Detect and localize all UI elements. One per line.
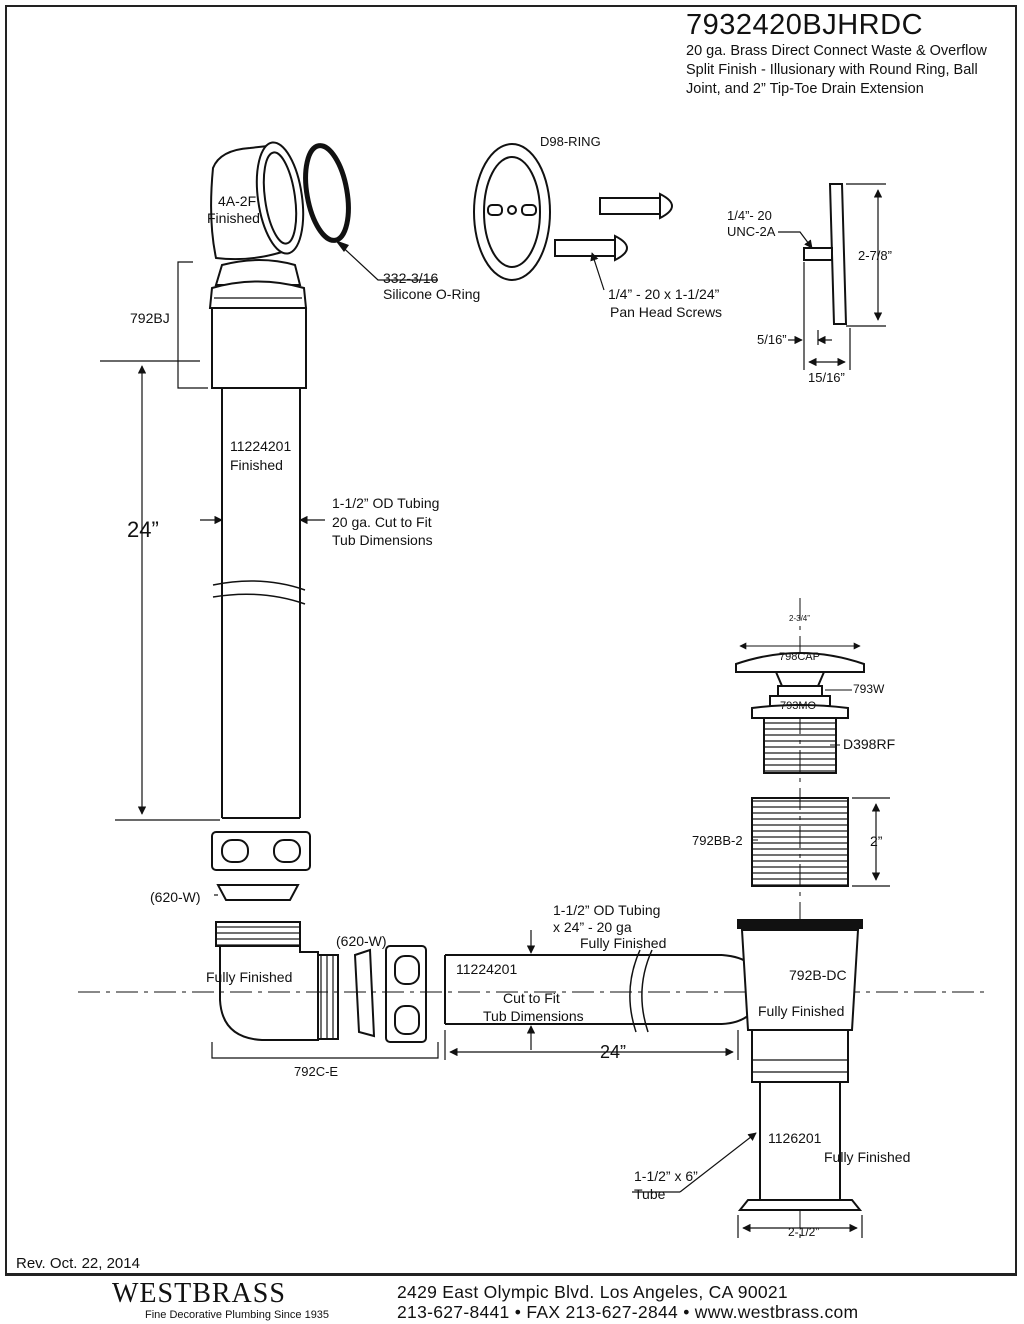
drain-tee bbox=[737, 919, 863, 1083]
label-tube-part: 11224201 bbox=[230, 438, 291, 454]
label-plate-depth: 15/16” bbox=[808, 370, 845, 385]
label-cap-dim: 2-3/4” bbox=[789, 614, 810, 623]
brand-tagline: Fine Decorative Plumbing Since 1935 bbox=[145, 1309, 330, 1321]
company-address: 2429 East Olympic Blvd. Los Angeles, CA … bbox=[397, 1282, 788, 1302]
description-line-1: 20 ga. Brass Direct Connect Waste & Over… bbox=[686, 43, 987, 59]
label-cap: 798CAP bbox=[779, 651, 820, 663]
description-line-2: Split Finish - Illusionary with Round Ri… bbox=[686, 62, 978, 78]
washer-side bbox=[353, 948, 376, 1038]
label-drain: D398RF bbox=[843, 736, 895, 752]
label-oring-name: Silicone O-Ring bbox=[383, 286, 480, 302]
overflow-elbow bbox=[210, 141, 305, 261]
title-block: 7932420BJHRDC 20 ga. Brass Direct Connec… bbox=[686, 8, 1021, 99]
label-dim-horizontal: 24” bbox=[600, 1042, 626, 1062]
brand-logo: WESTBRASS bbox=[112, 1278, 286, 1309]
label-tailpiece-size: 1-1/2” x 6” bbox=[634, 1168, 698, 1184]
label-ball-joint: 792BJ bbox=[130, 310, 170, 326]
label-elbow: 4A-2F bbox=[218, 193, 256, 209]
label-plate-height: 2-7/8” bbox=[858, 248, 892, 263]
company-contact: 213-627-8441 • FAX 213-627-2844 • www.we… bbox=[397, 1302, 859, 1322]
label-tee: 792B-DC bbox=[789, 967, 847, 983]
label-washer-w: 793W bbox=[853, 682, 885, 696]
label-screw-name: Pan Head Screws bbox=[610, 304, 722, 320]
label-htube-cut-1: Cut to Fit bbox=[503, 990, 560, 1006]
label-htube-finish: Fully Finished bbox=[580, 935, 666, 951]
coupling-nut-side bbox=[385, 945, 427, 1043]
label-oring-part: 332-3/16 bbox=[383, 270, 438, 286]
revision-date: Rev. Oct. 22, 2014 bbox=[16, 1255, 140, 1272]
label-tee-finish: Fully Finished bbox=[758, 1003, 844, 1019]
pan-head-screws bbox=[554, 192, 673, 262]
label-htube-cut-2: Tub Dimensions bbox=[483, 1008, 584, 1024]
ball-joint bbox=[208, 259, 308, 389]
drain-extension bbox=[751, 797, 849, 887]
label-extension: 792BB-2 bbox=[692, 833, 743, 848]
label-tubing-2: 20 ga. Cut to Fit bbox=[332, 514, 432, 530]
silicone-o-ring bbox=[303, 143, 351, 243]
label-thread-class: UNC-2A bbox=[727, 224, 776, 239]
overflow-tube bbox=[212, 388, 306, 819]
label-thread: 1/4”- 20 bbox=[727, 208, 772, 223]
label-washer-b: (620-W) bbox=[336, 933, 387, 949]
label-tailpiece-finish: Fully Finished bbox=[824, 1149, 910, 1165]
label-dim-vertical: 24” bbox=[127, 517, 159, 542]
label-tubing-1: 1-1/2” OD Tubing bbox=[332, 495, 439, 511]
label-plate-offset: 5/16” bbox=[757, 332, 787, 347]
footer-rule bbox=[5, 1274, 1017, 1276]
label-tube-finish: Finished bbox=[230, 457, 283, 473]
tailpiece-tube bbox=[737, 1081, 863, 1211]
label-screw-size: 1/4” - 20 x 1-1/24” bbox=[608, 286, 720, 302]
label-tailpiece-type: Tube bbox=[634, 1186, 666, 1202]
label-ring: D98-RING bbox=[540, 134, 601, 149]
label-elbow-finish: Finished bbox=[207, 210, 260, 226]
label-htube-2: x 24” - 20 ga bbox=[553, 919, 632, 935]
overflow-ring bbox=[473, 143, 551, 281]
label-elbow-finish-2: Fully Finished bbox=[206, 969, 292, 985]
coupling-nut-upper bbox=[211, 831, 311, 871]
label-tubing-3: Tub Dimensions bbox=[332, 532, 433, 548]
label-tailpiece: 1126201 bbox=[768, 1130, 822, 1146]
overflow-plate-profile bbox=[803, 183, 848, 325]
washer-upper bbox=[216, 884, 300, 901]
description-line-3: Joint, and 2” Tip-Toe Drain Extension bbox=[686, 81, 924, 97]
label-htube-1: 1-1/2” OD Tubing bbox=[553, 902, 660, 918]
label-tailpiece-dim: 2-1/2” bbox=[788, 1225, 819, 1239]
shoe-elbow bbox=[215, 921, 339, 1041]
label-extension-dim: 2” bbox=[870, 833, 883, 849]
drain-cap-assembly bbox=[735, 652, 865, 774]
label-htube-part: 11224201 bbox=[456, 961, 517, 977]
label-mo: 793MO bbox=[780, 700, 817, 712]
part-number: 7932420BJHRDC bbox=[686, 9, 924, 41]
label-washer-a: (620-W) bbox=[150, 889, 201, 905]
label-elbow-part: 792C-E bbox=[294, 1064, 338, 1079]
